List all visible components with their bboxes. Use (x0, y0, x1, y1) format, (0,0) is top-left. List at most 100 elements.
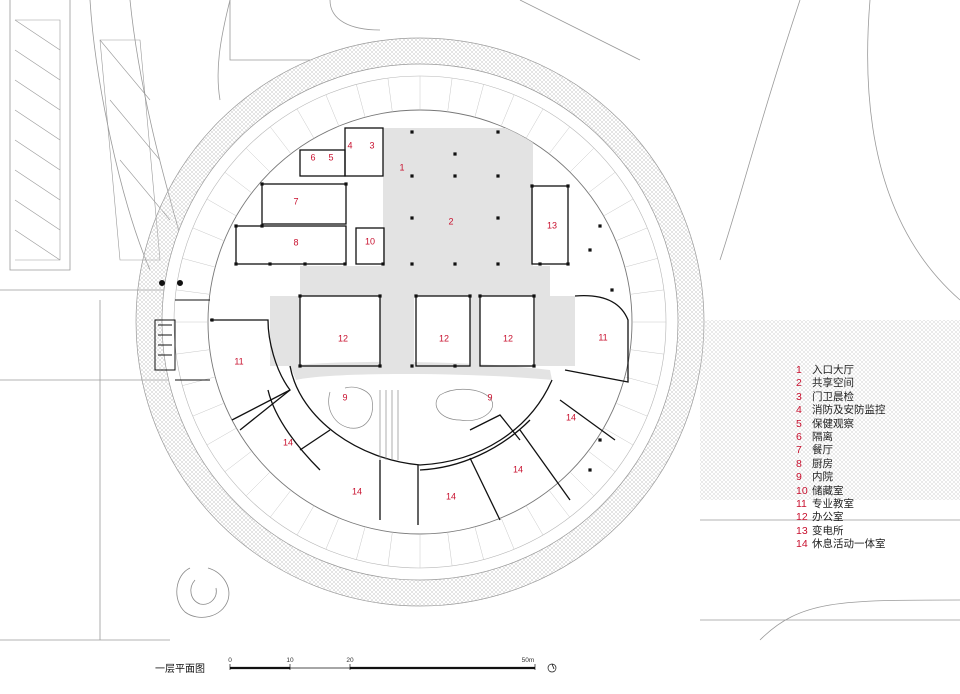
column (566, 184, 570, 188)
ring-spoke (500, 94, 515, 127)
ring-spoke (525, 505, 544, 536)
legend-number: 3 (796, 390, 802, 403)
legend-label: 专业教室 (812, 498, 854, 511)
room-number-10: 10 (365, 236, 375, 246)
column (410, 262, 414, 266)
legend-item: 1 入口大厅 (796, 364, 956, 377)
column (610, 288, 614, 292)
room-number-9: 9 (342, 392, 347, 402)
room-number-8: 8 (293, 237, 298, 247)
building-walls (210, 127, 629, 525)
ring-spoke (192, 402, 225, 417)
ring-spoke (588, 450, 616, 472)
scale-label-50m: 50m (522, 657, 535, 664)
legend-number: 5 (796, 417, 802, 430)
scale-label-10: 10 (286, 657, 294, 664)
room-number-13: 13 (547, 220, 557, 230)
legend-label: 餐厅 (812, 444, 833, 457)
legend-label: 休息活动一体室 (812, 538, 886, 551)
column (588, 468, 592, 472)
column (588, 248, 592, 252)
legend-label: 消防及安防监控 (812, 404, 886, 417)
room-number-3: 3 (369, 140, 374, 150)
landscape-ring (135, 37, 705, 607)
legend-item: 5 保健观察 (796, 418, 956, 431)
ring-spoke (615, 402, 648, 417)
ring-spoke (245, 471, 271, 497)
legend-label: 门卫晨检 (812, 390, 854, 403)
legend-label: 保健观察 (812, 417, 854, 430)
legend-item: 13 变电所 (796, 525, 956, 538)
scale-bar: 0 10 20 50m (228, 657, 557, 673)
legend-number: 6 (796, 431, 802, 444)
legend-label: 储藏室 (812, 484, 844, 497)
column (530, 184, 534, 188)
column (414, 294, 418, 298)
southwest-feature (176, 567, 230, 618)
ring-spoke (500, 517, 515, 550)
ring-spoke (356, 526, 366, 560)
column (410, 364, 414, 368)
legend-label: 入口大厅 (812, 364, 854, 376)
legend-item: 2 共享空间 (796, 377, 956, 390)
legend-label: 厨房 (812, 457, 833, 470)
column (453, 262, 457, 266)
room-number-2: 2 (448, 216, 453, 226)
column (234, 262, 238, 266)
legend-label: 隔离 (812, 431, 833, 444)
ring-spoke (387, 78, 393, 112)
legend-number: 12 (796, 511, 808, 524)
east-plaza (700, 320, 960, 500)
legend-number: 11 (796, 498, 807, 511)
legend-label: 共享空间 (812, 377, 854, 390)
legend-item: 10 储藏室 (796, 485, 956, 498)
legend-label: 办公室 (812, 511, 844, 524)
legend-label: 变电所 (812, 524, 844, 537)
room-number-1: 1 (399, 162, 404, 172)
ring-spoke (224, 450, 252, 472)
ring-spoke (624, 258, 658, 268)
ring-spoke (182, 258, 216, 268)
legend-number: 10 (796, 484, 808, 497)
ring-spoke (624, 376, 658, 386)
legend-number: 2 (796, 377, 802, 390)
column (381, 262, 385, 266)
room-number-14: 14 (283, 437, 293, 447)
column (260, 182, 264, 186)
room-number-9: 9 (487, 392, 492, 402)
ring-spoke (447, 78, 453, 112)
column (410, 130, 414, 134)
legend-number: 1 (796, 364, 802, 376)
courtyard-features (328, 386, 493, 460)
legend-item: 11 专业教室 (796, 498, 956, 511)
room-number-4: 4 (347, 140, 352, 150)
ring-spoke (356, 84, 366, 118)
ring-spoke (325, 517, 340, 550)
legend-item: 3 门卫晨检 (796, 391, 956, 404)
column (532, 364, 536, 368)
room-number-14: 14 (352, 486, 362, 496)
parking-bays (14, 19, 171, 261)
ring-spoke (224, 172, 252, 194)
column (538, 262, 542, 266)
legend-number: 9 (796, 471, 802, 484)
room-number-7: 7 (293, 196, 298, 206)
ring-spoke (474, 526, 484, 560)
ring-spoke (206, 198, 237, 217)
ring-spoke (569, 147, 595, 173)
legend-number: 13 (796, 524, 808, 537)
structural-columns (210, 130, 614, 472)
ring-spoke (387, 532, 393, 566)
column (410, 216, 414, 220)
column (496, 174, 500, 178)
column (566, 262, 570, 266)
column (268, 262, 272, 266)
ring-spoke (569, 471, 595, 497)
